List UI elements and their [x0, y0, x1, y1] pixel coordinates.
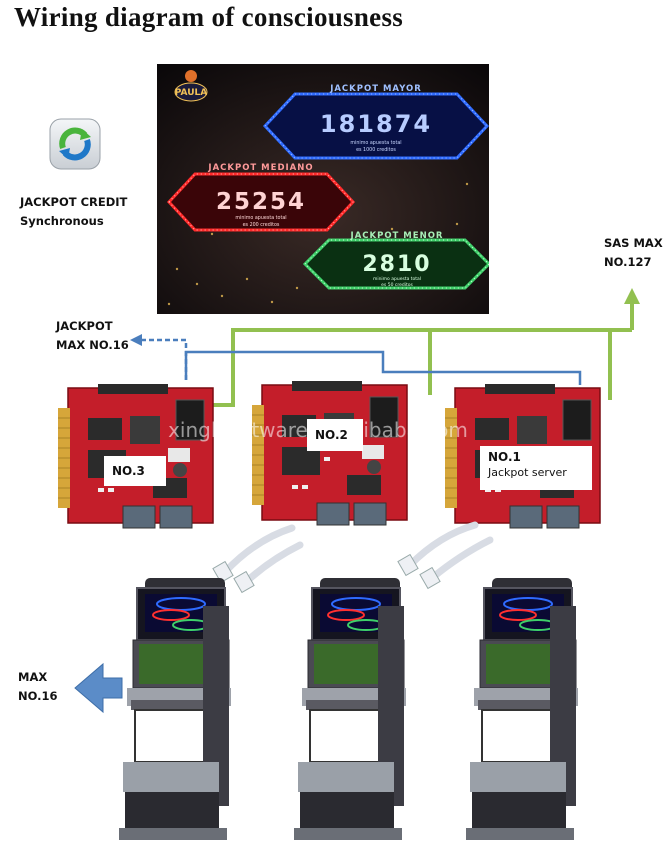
sas-max-label-line1: SAS MAX [604, 236, 663, 250]
max-left-arrow-icon [74, 662, 123, 714]
jackpot-max-label-line1: JACKPOT [56, 319, 113, 333]
jackpot-menor-sign: JACKPOT MENOR 2810 minimo apuesta total … [302, 231, 492, 290]
svg-text:JACKPOT MAYOR: JACKPOT MAYOR [329, 84, 422, 94]
board-label-no2: NO.2 [307, 419, 363, 451]
sync-label-line1: JACKPOT CREDIT [20, 195, 128, 209]
svg-text:es 200 creditos: es 200 creditos [243, 222, 280, 228]
svg-text:minimo apuesta total: minimo apuesta total [235, 215, 286, 221]
sync-label-line2: Synchronous [20, 214, 104, 228]
svg-text:JACKPOT MEDIANO: JACKPOT MEDIANO [207, 163, 313, 173]
board-label-no1: NO.1 Jackpot server [480, 446, 592, 490]
sas-wire-horizontal [205, 328, 612, 407]
jackpot-mediano-sign: JACKPOT MEDIANO 25254 minimo apuesta tot… [166, 163, 356, 232]
jackpot-max-label-line2: MAX NO.16 [56, 338, 129, 352]
board-no1-title: NO.1 [488, 450, 521, 464]
jackpot-mayor-sign: JACKPOT MAYOR 181874 minimo apuesta tota… [262, 84, 490, 160]
paula-logo-icon: PAULA [174, 70, 208, 102]
svg-text:minimo apuesta total: minimo apuesta total [373, 276, 421, 282]
svg-text:PAULA: PAULA [175, 88, 208, 98]
sync-icon [49, 118, 101, 170]
slot-cabinet-left [118, 577, 232, 841]
svg-text:2810: 2810 [362, 252, 431, 277]
svg-text:JACKPOT MENOR: JACKPOT MENOR [350, 231, 444, 241]
max-left-label-line2: NO.16 [18, 689, 58, 703]
slot-cabinet-right [465, 577, 579, 841]
board-no2 [251, 380, 408, 526]
svg-text:minimo apuesta total: minimo apuesta total [350, 140, 401, 146]
jackpot-max-wire [140, 338, 188, 380]
slot-cabinet-middle [293, 577, 407, 841]
svg-text:es 1000 creditos: es 1000 creditos [356, 147, 396, 153]
jackpot-max-arrow-icon [130, 334, 142, 346]
svg-text:181874: 181874 [320, 110, 432, 138]
jackpot-wire [184, 350, 582, 385]
network-cable-right [406, 521, 494, 582]
board-label-no3: NO.3 [104, 456, 166, 486]
network-cable-left [221, 524, 304, 586]
svg-text:25254: 25254 [216, 189, 306, 215]
max-left-label-line1: MAX [18, 670, 48, 684]
svg-text:es 50 creditos: es 50 creditos [381, 282, 413, 288]
board-no1-sublabel: Jackpot server [488, 466, 567, 479]
sas-max-arrow-icon [624, 288, 640, 304]
page-title: Wiring diagram of consciousness [14, 2, 404, 32]
jackpot-display-panel: PAULA JACKPOT MAYOR 181874 minimo apuest… [157, 64, 492, 314]
sas-max-label-line2: NO.127 [604, 255, 652, 269]
